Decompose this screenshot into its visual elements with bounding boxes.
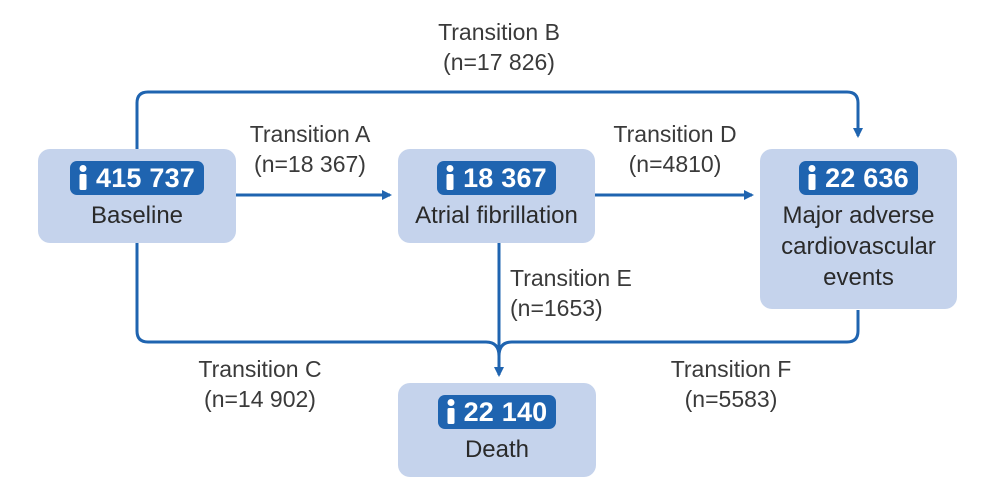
transition-label-e: Transition E (n=1653) — [510, 263, 632, 323]
node-mace: 22 636 Major adverse cardiovascular even… — [760, 149, 957, 309]
node-atrial-fibrillation: 18 367 Atrial fibrillation — [398, 149, 595, 243]
transition-c-count: (n=14 902) — [204, 386, 316, 412]
count-atrial-fibrillation: 18 367 — [463, 162, 547, 193]
transition-d-count: (n=4810) — [628, 151, 722, 177]
label-mace-line: events — [823, 264, 894, 291]
count-death: 22 140 — [463, 396, 548, 427]
arrow-transition-c — [135, 243, 501, 357]
person-icon — [808, 165, 816, 190]
count-baseline: 415 737 — [96, 162, 195, 193]
label-mace-line: Major adverse — [782, 202, 935, 229]
person-icon — [447, 399, 455, 424]
node-baseline: 415 737 Baseline — [38, 149, 236, 243]
label-mace-line: cardiovascular — [781, 233, 936, 260]
label-atrial-fibrillation: Atrial fibrillation — [415, 202, 578, 229]
transition-label-d: Transition D (n=4810) — [585, 119, 765, 179]
person-icon — [79, 165, 87, 190]
transition-d-name: Transition D — [613, 121, 737, 147]
transition-f-name: Transition F — [670, 356, 792, 382]
label-mace: Major adverse cardiovascular events — [781, 200, 936, 293]
transition-e-name: Transition E — [510, 265, 632, 291]
transition-c-name: Transition C — [198, 356, 322, 382]
count-badge-mace: 22 636 — [799, 161, 918, 195]
label-death: Death — [464, 436, 530, 463]
node-death: 22 140 Death — [398, 383, 596, 477]
arrow-transition-b — [135, 90, 863, 150]
transition-b-name: Transition B — [438, 19, 560, 45]
transition-b-count: (n=17 826) — [443, 49, 555, 75]
transition-f-count: (n=5583) — [684, 386, 778, 412]
transition-label-c: Transition C (n=14 902) — [170, 354, 350, 414]
transition-a-name: Transition A — [249, 121, 371, 147]
count-badge-atrial-fibrillation: 18 367 — [437, 161, 556, 195]
transition-label-f: Transition F (n=5583) — [641, 354, 821, 414]
transition-a-count: (n=18 367) — [254, 151, 366, 177]
person-icon — [446, 165, 454, 190]
count-badge-baseline: 415 737 — [70, 161, 204, 195]
arrow-transition-f — [497, 310, 860, 357]
count-badge-death: 22 140 — [437, 395, 557, 429]
transition-e-count: (n=1653) — [510, 295, 603, 321]
label-baseline: Baseline — [90, 202, 184, 229]
count-mace: 22 636 — [825, 162, 909, 193]
transition-label-a: Transition A (n=18 367) — [220, 119, 400, 179]
transition-label-b: Transition B (n=17 826) — [399, 17, 599, 77]
